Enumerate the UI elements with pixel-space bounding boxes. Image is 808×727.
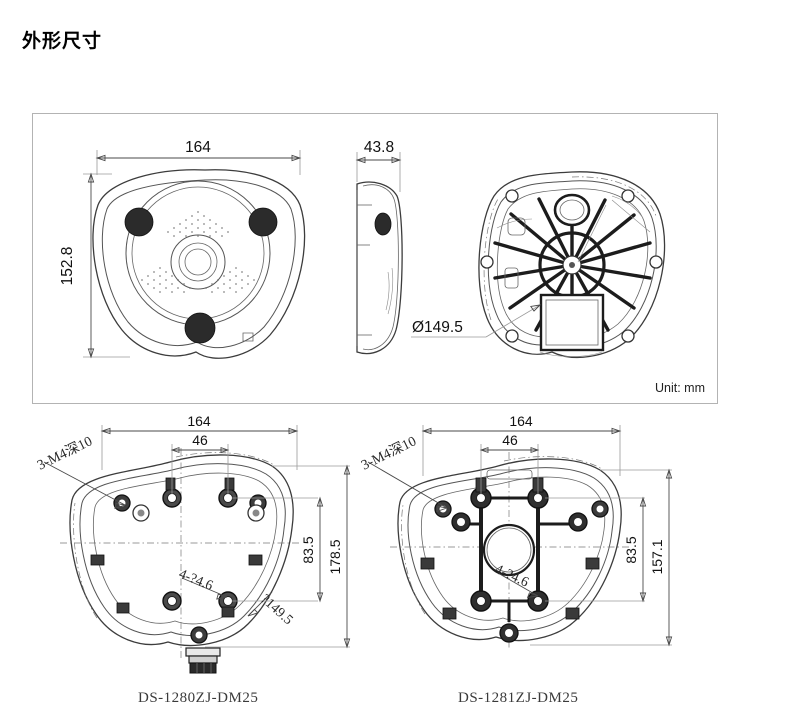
mounting-screws-1280 [162,488,238,611]
leader-thread-note-left [43,461,126,510]
caption-ds-1280zj-dm25: DS-1280ZJ-DM25 [138,690,259,706]
dimension-164-left [100,425,299,470]
dimension-label-83-5-left: 83.5 [300,536,316,563]
note-holes-left: 4-?4.6 [177,567,215,594]
dimension-46-right [479,444,540,494]
top-connector-1281 [475,469,544,493]
cable-gland-1280 [185,647,221,674]
dimension-drawing-panel: Unit: mm [32,113,718,404]
note-thread-right: 3-M4深10 [359,433,419,473]
dimension-label-46-left: 46 [192,432,208,448]
note-thread-left: 3-M4深10 [35,433,95,473]
unit-label: Unit: mm [655,381,705,395]
leader-hole-note-left [181,577,228,600]
bracket-1280-graphic [60,448,300,674]
note-circle-left: ?149.5 [257,592,295,628]
dimension-46-left [170,444,230,494]
mounting-screws-1281 [470,487,549,612]
dimension-83-5-right [545,496,647,603]
dimension-label-178-5-left: 178.5 [327,539,343,574]
mounting-frame-1281 [452,496,570,622]
dimension-label-164-right: 164 [509,413,533,429]
dimension-178-5-left [205,464,351,649]
edge-clips-1281 [420,557,600,620]
m4-threaded-bosses-1281 [434,500,609,643]
bracket-1281-graphic [390,452,630,650]
dimension-label-46-right: 46 [502,432,518,448]
m4-threaded-bosses-1280 [113,494,267,644]
leader-hole-note-right [497,572,539,598]
dimension-157-1-right [530,468,673,647]
edge-clips-1280 [90,477,263,618]
dimension-label-164-left: 164 [187,413,211,429]
dimension-164-right [421,425,622,476]
leader-circle-note-left [247,591,273,617]
dimension-label-83-5-right: 83.5 [623,536,639,563]
leader-thread-note-right [367,461,448,513]
page-title: 外形尺寸 [22,30,103,52]
dimension-83-5-left [232,496,324,603]
caption-ds-1281zj-dm25: DS-1281ZJ-DM25 [458,690,579,706]
dimension-label-157-1-right: 157.1 [649,539,665,574]
note-holes-right: 4-?4.6 [492,562,530,591]
